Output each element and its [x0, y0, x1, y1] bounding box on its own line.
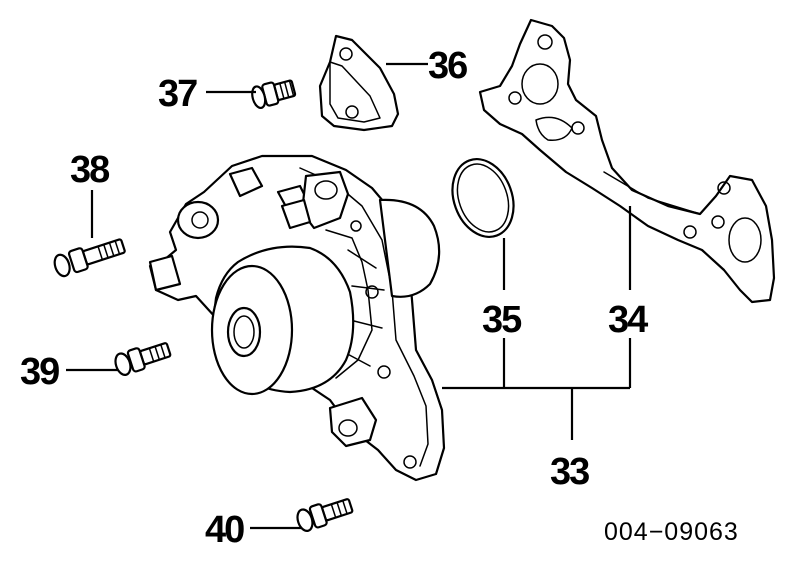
callout-34: 34 [608, 299, 648, 341]
bolt-39 [114, 342, 172, 376]
pump-gasket [478, 18, 776, 304]
callout-38: 38 [70, 149, 109, 191]
bracket [318, 34, 400, 132]
callout-35: 35 [482, 299, 522, 341]
o-ring [451, 158, 515, 238]
callout-40: 40 [205, 509, 244, 551]
callout-33: 33 [550, 451, 589, 493]
water-pump [148, 154, 446, 482]
leader-lines [66, 62, 632, 530]
callout-39: 39 [20, 351, 59, 393]
bolt-40 [296, 498, 354, 532]
reference-number: 004−09063 [604, 518, 739, 546]
callout-37: 37 [158, 73, 197, 115]
bolt-38 [53, 238, 126, 278]
bolt-37 [251, 79, 297, 110]
callout-36: 36 [428, 45, 467, 87]
